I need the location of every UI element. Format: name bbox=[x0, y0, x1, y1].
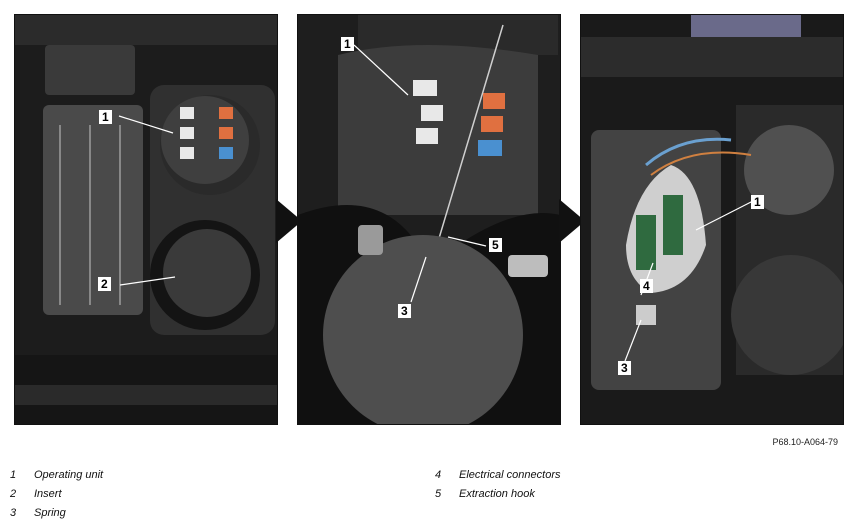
callout-label: 2 bbox=[98, 277, 111, 291]
legend-number: 5 bbox=[435, 488, 442, 500]
photo-panel-removed-operating-unit: 1 2 bbox=[14, 14, 278, 425]
legend-text: Operating unit bbox=[34, 469, 104, 481]
callout-label: 3 bbox=[618, 361, 631, 375]
photo-panel-extraction-hook: 1 5 3 bbox=[297, 14, 561, 425]
legend-number: 2 bbox=[10, 488, 17, 500]
callout-label: 4 bbox=[640, 279, 653, 293]
legend-number: 1 bbox=[10, 469, 17, 481]
photo-1-illustration bbox=[15, 15, 277, 424]
legend-text: Electrical connectors bbox=[459, 469, 561, 481]
legend-text: Spring bbox=[34, 507, 66, 519]
callout-label: 1 bbox=[341, 37, 354, 51]
callout-label: 5 bbox=[489, 238, 502, 252]
legend-text: Insert bbox=[34, 488, 62, 500]
callout-label: 1 bbox=[99, 110, 112, 124]
legend-number: 4 bbox=[435, 469, 442, 481]
callout-label: 3 bbox=[398, 304, 411, 318]
legend-text: Extraction hook bbox=[459, 488, 535, 500]
callout-label: 1 bbox=[751, 195, 764, 209]
photo-2-illustration bbox=[298, 15, 560, 424]
legend-number: 3 bbox=[10, 507, 17, 519]
figure-reference-code: P68.10-A064-79 bbox=[772, 437, 838, 447]
photo-panel-electrical-connectors: 1 4 3 bbox=[580, 14, 844, 425]
photo-3-illustration bbox=[581, 15, 843, 424]
